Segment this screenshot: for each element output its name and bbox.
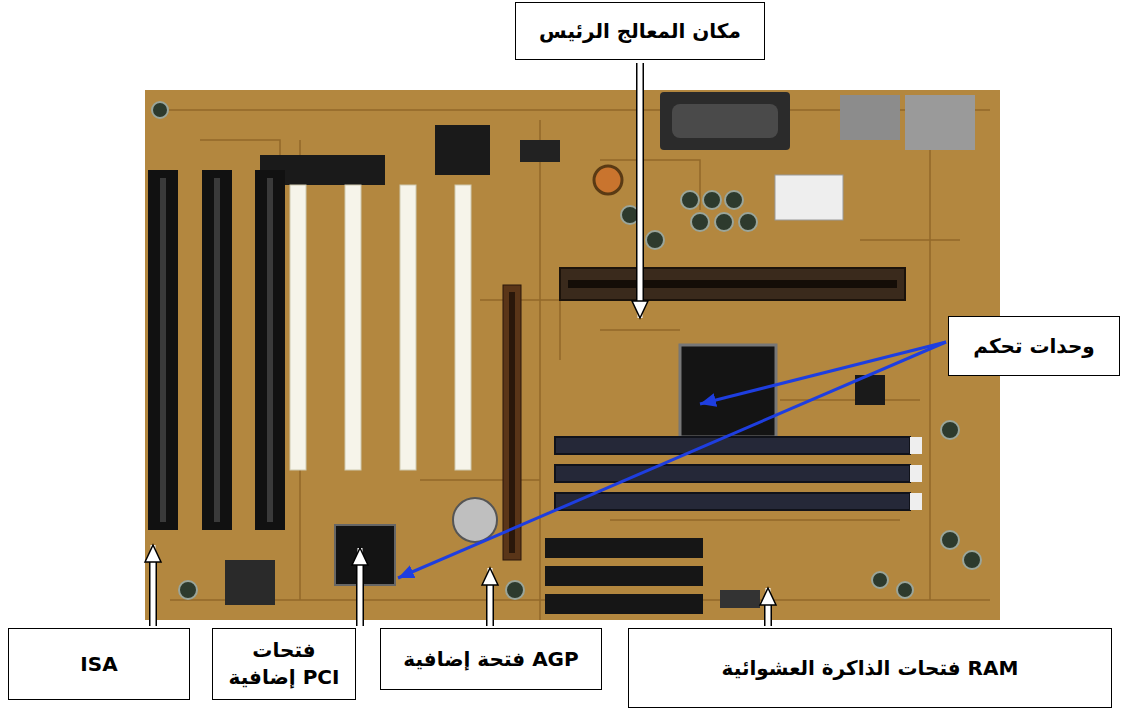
io-chip	[435, 125, 490, 175]
parallel-port	[660, 92, 790, 150]
pci-slots	[290, 185, 471, 470]
cmos-battery	[453, 498, 497, 542]
board-traces	[160, 110, 990, 620]
label-box: فتحات الذاكرة العشوائية RAM	[628, 628, 1112, 708]
isa-slots	[148, 170, 285, 530]
label-text: ISA	[80, 651, 117, 678]
chipset-south	[335, 525, 395, 585]
label-box: فتحات إضافية PCI	[212, 628, 356, 700]
agp-slot	[503, 285, 521, 560]
leader-arrows	[153, 63, 768, 626]
usb-port	[840, 95, 900, 140]
circuit-board	[145, 90, 1000, 620]
label-text: فتحة إضافية AGP	[403, 646, 578, 673]
controller-leaders	[398, 342, 946, 578]
label-text: مكان المعالج الرئيس	[539, 18, 741, 45]
label-box: مكان المعالج الرئيس	[515, 2, 765, 60]
capacitors	[152, 102, 981, 599]
label-box: ISA	[8, 628, 190, 700]
label-text: فتحات الذاكرة العشوائية RAM	[722, 655, 1019, 682]
label-text: فتحات إضافية PCI	[221, 637, 347, 691]
label-text: وحدات تحكم	[973, 333, 1095, 360]
ps2-port	[905, 95, 975, 150]
ram-slots	[555, 437, 910, 510]
label-box: وحدات تحكم	[948, 316, 1120, 376]
chipset-north	[680, 345, 776, 437]
cpu-slot	[560, 268, 905, 300]
small-chip	[225, 560, 275, 605]
inductor	[594, 166, 622, 194]
label-box: فتحة إضافية AGP	[380, 628, 602, 690]
power-connector	[775, 175, 843, 220]
ide-connectors	[545, 538, 703, 614]
